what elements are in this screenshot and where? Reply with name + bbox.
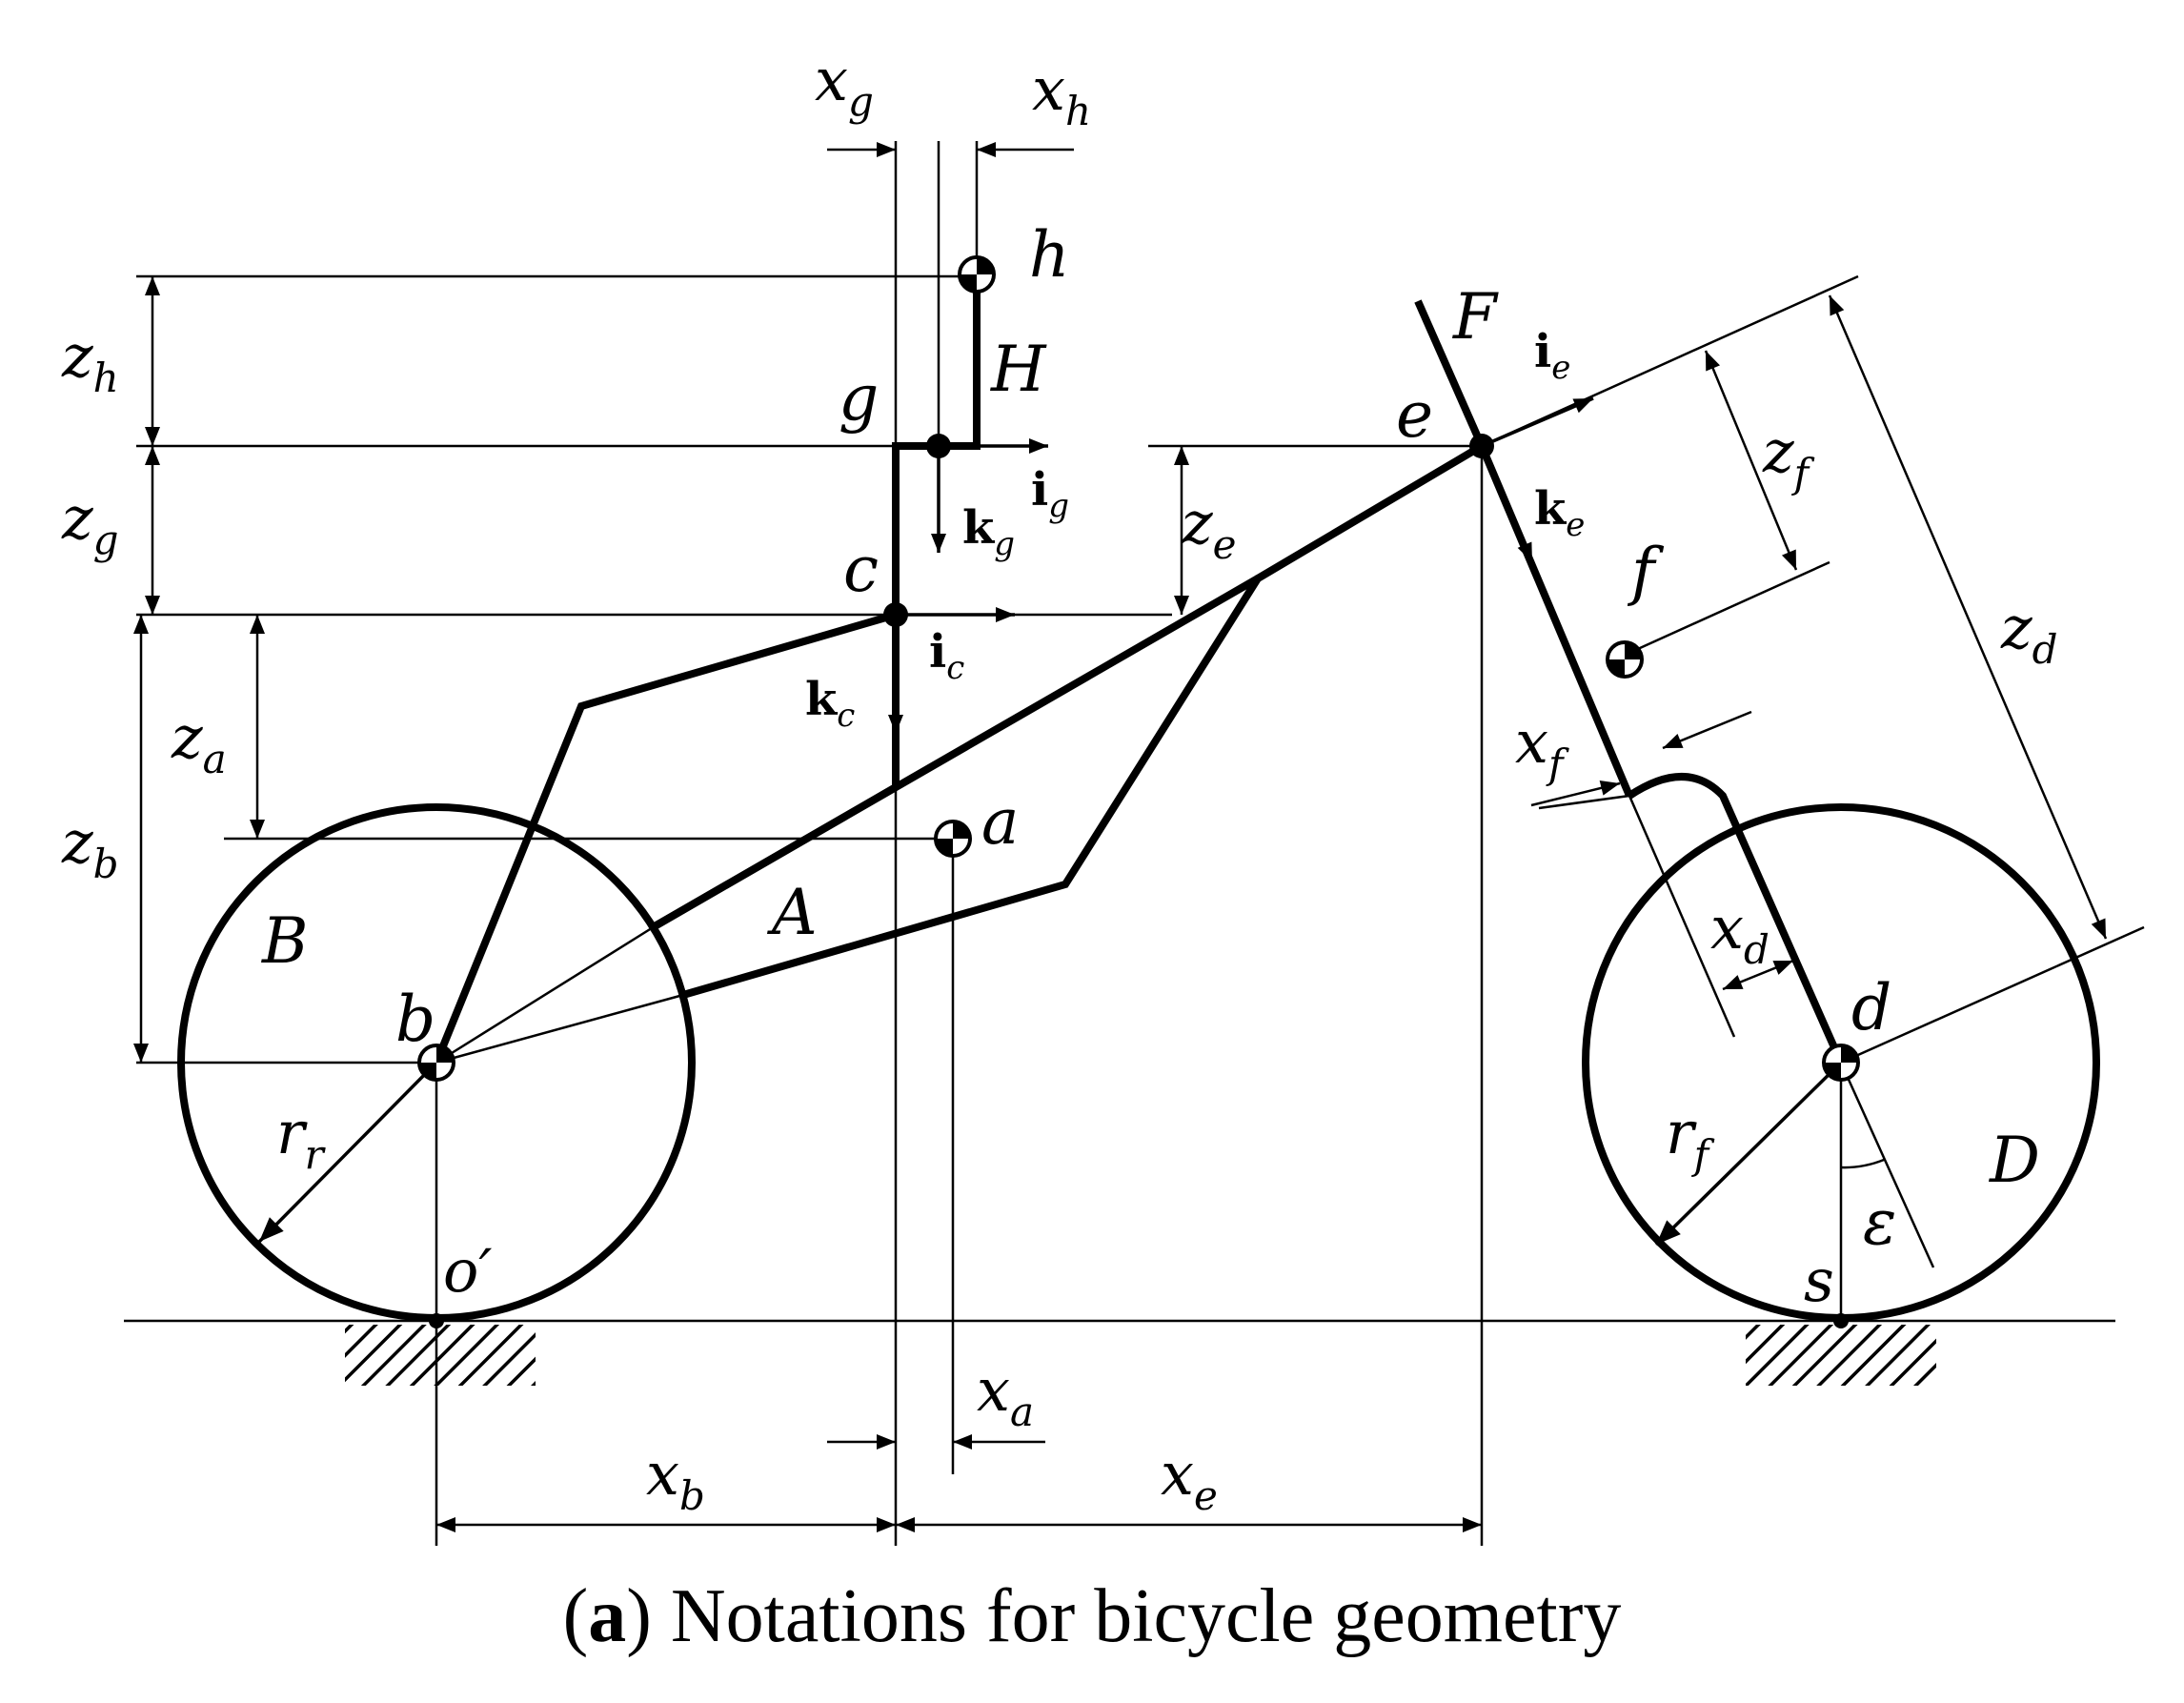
label-k-c: kc: [805, 673, 855, 735]
label-x-e: xe: [1161, 1439, 1218, 1519]
dim-z-d: [1828, 294, 2108, 940]
labels: xg xh h H g F e ie ke zh zg ze zf zd za …: [61, 45, 2058, 1519]
rear-frame: [433, 442, 1485, 1064]
label-z-a: za: [171, 702, 227, 782]
label-h: h: [1029, 218, 1070, 292]
label-B: B: [261, 904, 309, 978]
label-k-e: ke: [1534, 482, 1585, 544]
label-a: a: [981, 785, 1019, 859]
front-ground-hatch: [1746, 1325, 1936, 1386]
label-z-g: zg: [61, 483, 119, 563]
ground: [124, 1319, 2115, 1386]
dim-x-d: [1722, 959, 1794, 991]
rear-wheel: [177, 803, 696, 1546]
fork-offset-line: [1628, 795, 1736, 1038]
reference-lines: [136, 141, 2145, 1546]
label-z-e: ze: [1181, 488, 1237, 568]
fork-blade: [1627, 773, 1845, 1064]
label-D: D: [1989, 1124, 2040, 1197]
unit-vectors: [888, 396, 1594, 734]
label-s: s: [1804, 1246, 1834, 1315]
label-z-d: zd: [2000, 593, 2058, 673]
steer-perp-d: [1840, 925, 2145, 1064]
label-F: F: [1452, 280, 1499, 354]
com-b: [417, 1044, 455, 1082]
label-x-d: xd: [1710, 893, 1769, 973]
label-i-g: ig: [1031, 463, 1069, 525]
label-g: g: [839, 361, 879, 435]
rider-body: [883, 272, 981, 627]
xf-ext-left: [1538, 794, 1630, 810]
label-x-h: xh: [1032, 54, 1091, 134]
label-x-b: xb: [646, 1439, 705, 1519]
label-r-f: rf: [1666, 1098, 1715, 1178]
k-e-vector: [1480, 445, 1534, 563]
com-d: [1822, 1044, 1860, 1082]
label-o-prime: o′: [443, 1236, 492, 1306]
steer-perp-f: [1628, 560, 1830, 655]
label-k-g: kg: [962, 501, 1015, 563]
rear-radius-arrow: [257, 1061, 438, 1244]
label-x-a: xa: [977, 1355, 1034, 1435]
rear-contact-point: [429, 1313, 444, 1328]
label-epsilon: ε: [1863, 1186, 1896, 1259]
label-x-f: xf: [1515, 707, 1569, 787]
com-a: [934, 820, 972, 858]
label-c: c: [843, 533, 879, 606]
com-h: [958, 255, 996, 294]
front-radius-arrow: [1654, 1061, 1843, 1247]
dim-x-f-right: [1662, 710, 1752, 750]
handlebar-segment: [1414, 299, 1486, 448]
dim-z-f: [1704, 350, 1798, 571]
label-f: f: [1627, 535, 1665, 608]
rear-thin-line-upper: [435, 924, 656, 1064]
com-f: [1606, 640, 1644, 679]
figure-caption: (a) Notations for bicycle geometry: [563, 1574, 1622, 1658]
label-z-f: zf: [1762, 416, 1815, 497]
label-r-r: rr: [276, 1098, 327, 1178]
steer-axis-extension: [1839, 1062, 1935, 1268]
seat-stay-and-top: [433, 611, 898, 1064]
dimension-arrows: [133, 142, 2108, 1532]
label-x-g: xg: [815, 45, 874, 125]
label-A: A: [766, 876, 818, 949]
rear-thin-line-lower: [435, 993, 684, 1064]
label-z-h: zh: [61, 321, 119, 401]
i-e-vector: [1481, 396, 1594, 448]
label-d: d: [1851, 971, 1891, 1044]
front-contact-point: [1833, 1313, 1849, 1328]
label-i-e: ie: [1534, 325, 1570, 387]
label-H: H: [990, 333, 1047, 406]
dim-x-f-left: [1530, 781, 1621, 807]
frame-top-tube: [653, 783, 898, 930]
frame-lower-polygon: [681, 442, 1485, 999]
mass-centers: [417, 255, 1860, 1082]
label-e: e: [1396, 378, 1433, 452]
label-i-c: ic: [929, 625, 964, 687]
epsilon-angle-arc: [1840, 1158, 1885, 1169]
rear-ground-hatch: [345, 1325, 536, 1386]
label-z-b: zb: [61, 807, 119, 887]
label-b: b: [395, 983, 435, 1056]
